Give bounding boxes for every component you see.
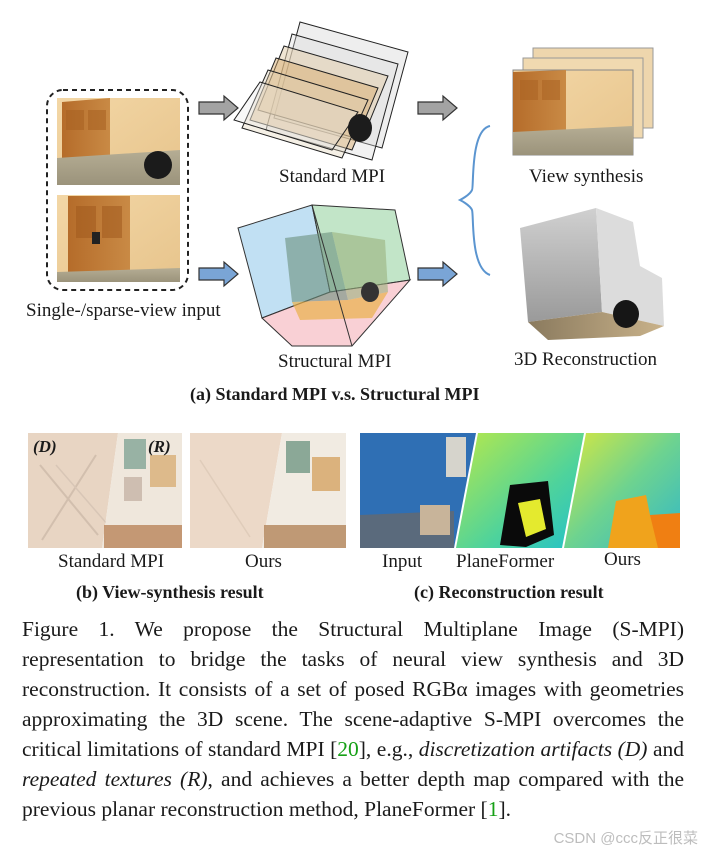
view-synthesis-photos [512, 47, 654, 156]
caption-part-1: Figure 1. We propose the Structural Mult… [22, 617, 684, 761]
caption-emphasis-d: discretization artifacts (D) [418, 737, 648, 761]
tag-r: (R) [148, 437, 171, 456]
input-room-photo [360, 433, 476, 548]
arrow-input-to-structural [198, 260, 239, 288]
csdn-watermark: CSDN @ccc反正很菜 [553, 830, 698, 847]
input-dashed-frame [46, 89, 189, 291]
panel-b-figure [28, 433, 346, 548]
arrow-standard-to-view [417, 94, 458, 122]
panel-a-figure [46, 21, 664, 347]
panel-c-subtitle: (c) Reconstruction result [414, 582, 604, 602]
output-brace [457, 125, 491, 276]
view-synthesis-label: View synthesis [529, 166, 644, 187]
label-ours-c: Ours [604, 549, 641, 570]
caption-part-4: , and achieves a better depth map compar… [22, 767, 684, 821]
structural-mpi-planes [237, 204, 412, 347]
label-input-c: Input [382, 551, 423, 572]
caption-part-3: and [647, 737, 685, 761]
label-standard-mpi-b: Standard MPI [58, 551, 165, 572]
arrow-input-to-standard [198, 94, 239, 122]
ours-result-image [190, 433, 346, 548]
structural-mpi-label: Structural MPI [278, 351, 392, 372]
figure-caption: Figure 1. We propose the Structural Mult… [22, 614, 684, 824]
tag-d: (D) [33, 437, 57, 456]
label-ours-b: Ours [245, 551, 282, 572]
arrow-structural-to-outputs [417, 260, 458, 288]
caption-emphasis-r: repeated textures (R) [22, 767, 208, 791]
ours-depth-map [564, 433, 680, 548]
panel-c-figure [360, 433, 680, 548]
standard-mpi-label: Standard MPI [279, 166, 386, 187]
planeformer-depth-map [456, 433, 584, 548]
input-photo-1 [57, 98, 180, 185]
panel-a-subtitle: (a) Standard MPI v.s. Structural MPI [190, 384, 480, 404]
standard-mpi-result-image [28, 433, 182, 548]
citation-1-link[interactable]: 1 [487, 797, 499, 821]
caption-part-5: ]. [498, 797, 512, 821]
label-planeformer-c: PlaneFormer [456, 551, 555, 572]
citation-20-link[interactable]: 20 [337, 737, 359, 761]
reconstruction-model [520, 208, 664, 340]
reconstruction-label: 3D Reconstruction [514, 349, 658, 370]
input-photo-2 [57, 195, 180, 282]
panel-b-subtitle: (b) View-synthesis result [76, 582, 264, 602]
standard-mpi-planes [233, 21, 409, 161]
input-label: Single-/sparse-view input [26, 300, 221, 321]
caption-part-2: ], e.g., [358, 737, 419, 761]
